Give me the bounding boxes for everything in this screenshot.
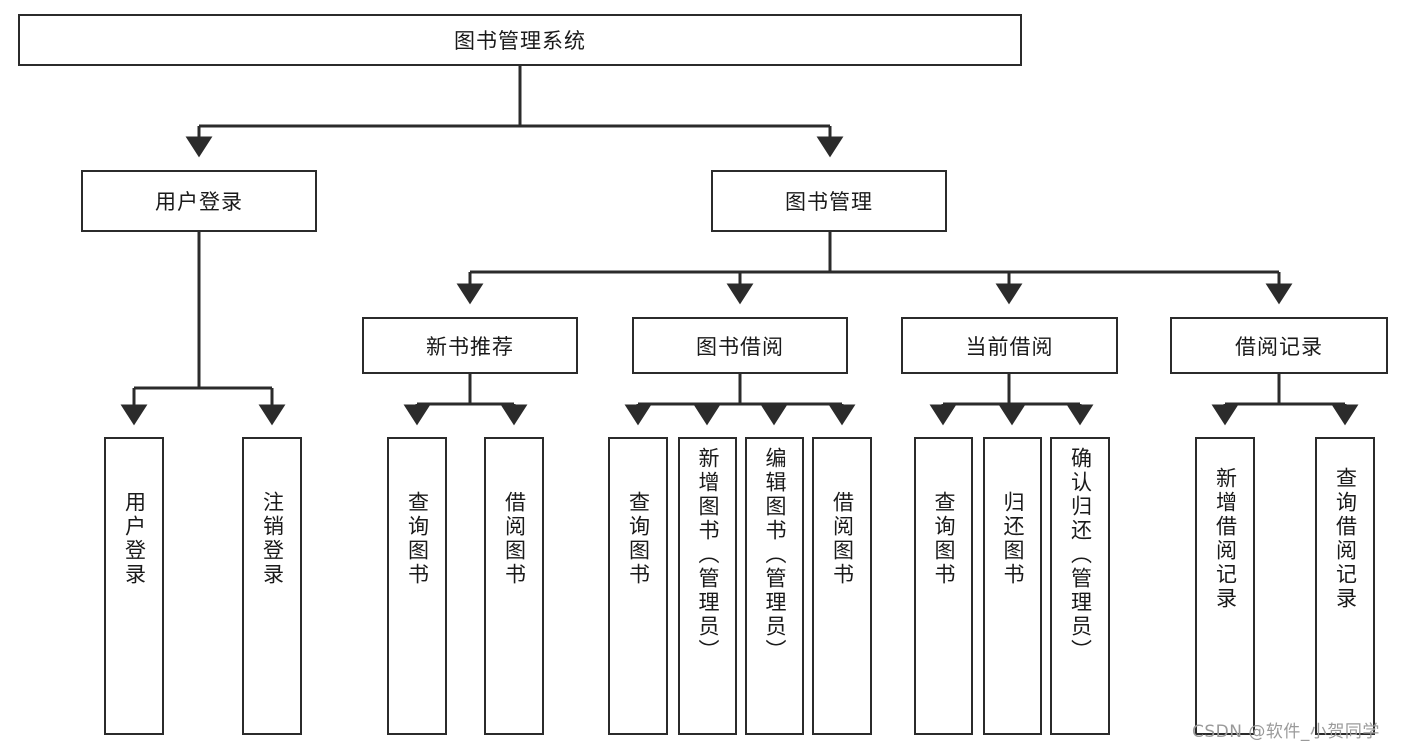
node-leaf-edit-book[interactable]: 编辑图书（管理员）: [745, 437, 804, 735]
node-leaf-borrow-book-2-label: 借阅图书: [830, 491, 855, 587]
node-root[interactable]: 图书管理系统: [18, 14, 1022, 66]
node-borrow-record-label: 借阅记录: [1235, 334, 1323, 359]
node-leaf-add-borrow-record-label: 新增借阅记录: [1213, 467, 1238, 611]
node-leaf-query-borrow-record-label: 查询借阅记录: [1333, 467, 1358, 611]
csdn-watermark-text: CSDN @软件_小贺同学: [1192, 722, 1380, 742]
node-leaf-query-book-2-label: 查询图书: [626, 491, 651, 587]
node-book-manage-label: 图书管理: [785, 190, 873, 214]
node-borrow-record[interactable]: 借阅记录: [1170, 317, 1388, 374]
node-leaf-query-book-1[interactable]: 查询图书: [387, 437, 447, 735]
node-leaf-edit-book-label: 编辑图书（管理员）: [763, 447, 787, 663]
node-leaf-user-login[interactable]: 用户登录: [104, 437, 164, 735]
node-leaf-return-book[interactable]: 归还图书: [983, 437, 1042, 735]
node-leaf-query-book-3[interactable]: 查询图书: [914, 437, 973, 735]
node-leaf-user-login-label: 用户登录: [122, 491, 147, 587]
node-leaf-query-book-2[interactable]: 查询图书: [608, 437, 668, 735]
node-leaf-add-book[interactable]: 新增图书（管理员）: [678, 437, 737, 735]
node-leaf-confirm-return[interactable]: 确认归还（管理员）: [1050, 437, 1110, 735]
node-leaf-borrow-book-1-label: 借阅图书: [502, 491, 527, 587]
node-book-borrow-label: 图书借阅: [696, 334, 784, 359]
node-leaf-query-book-1-label: 查询图书: [405, 491, 430, 587]
node-leaf-query-book-3-label: 查询图书: [932, 491, 956, 587]
node-new-book-recommend-label: 新书推荐: [426, 334, 514, 359]
node-leaf-borrow-book-2[interactable]: 借阅图书: [812, 437, 872, 735]
node-current-borrow[interactable]: 当前借阅: [901, 317, 1118, 374]
node-leaf-confirm-return-label: 确认归还（管理员）: [1068, 447, 1093, 663]
node-leaf-borrow-book-1[interactable]: 借阅图书: [484, 437, 544, 735]
node-new-book-recommend[interactable]: 新书推荐: [362, 317, 578, 374]
node-book-manage[interactable]: 图书管理: [711, 170, 947, 232]
node-leaf-user-logout[interactable]: 注销登录: [242, 437, 302, 735]
node-leaf-query-borrow-record[interactable]: 查询借阅记录: [1315, 437, 1375, 735]
node-current-borrow-label: 当前借阅: [965, 334, 1054, 359]
node-root-label: 图书管理系统: [454, 29, 586, 53]
node-user-login-label: 用户登录: [155, 190, 243, 214]
csdn-watermark: CSDN @软件_小贺同学: [1192, 717, 1380, 742]
node-leaf-add-borrow-record[interactable]: 新增借阅记录: [1195, 437, 1255, 735]
node-leaf-user-logout-label: 注销登录: [260, 491, 285, 587]
node-leaf-add-book-label: 新增图书（管理员）: [696, 447, 720, 663]
node-book-borrow[interactable]: 图书借阅: [632, 317, 848, 374]
node-user-login[interactable]: 用户登录: [81, 170, 317, 232]
node-leaf-return-book-label: 归还图书: [1001, 491, 1025, 587]
